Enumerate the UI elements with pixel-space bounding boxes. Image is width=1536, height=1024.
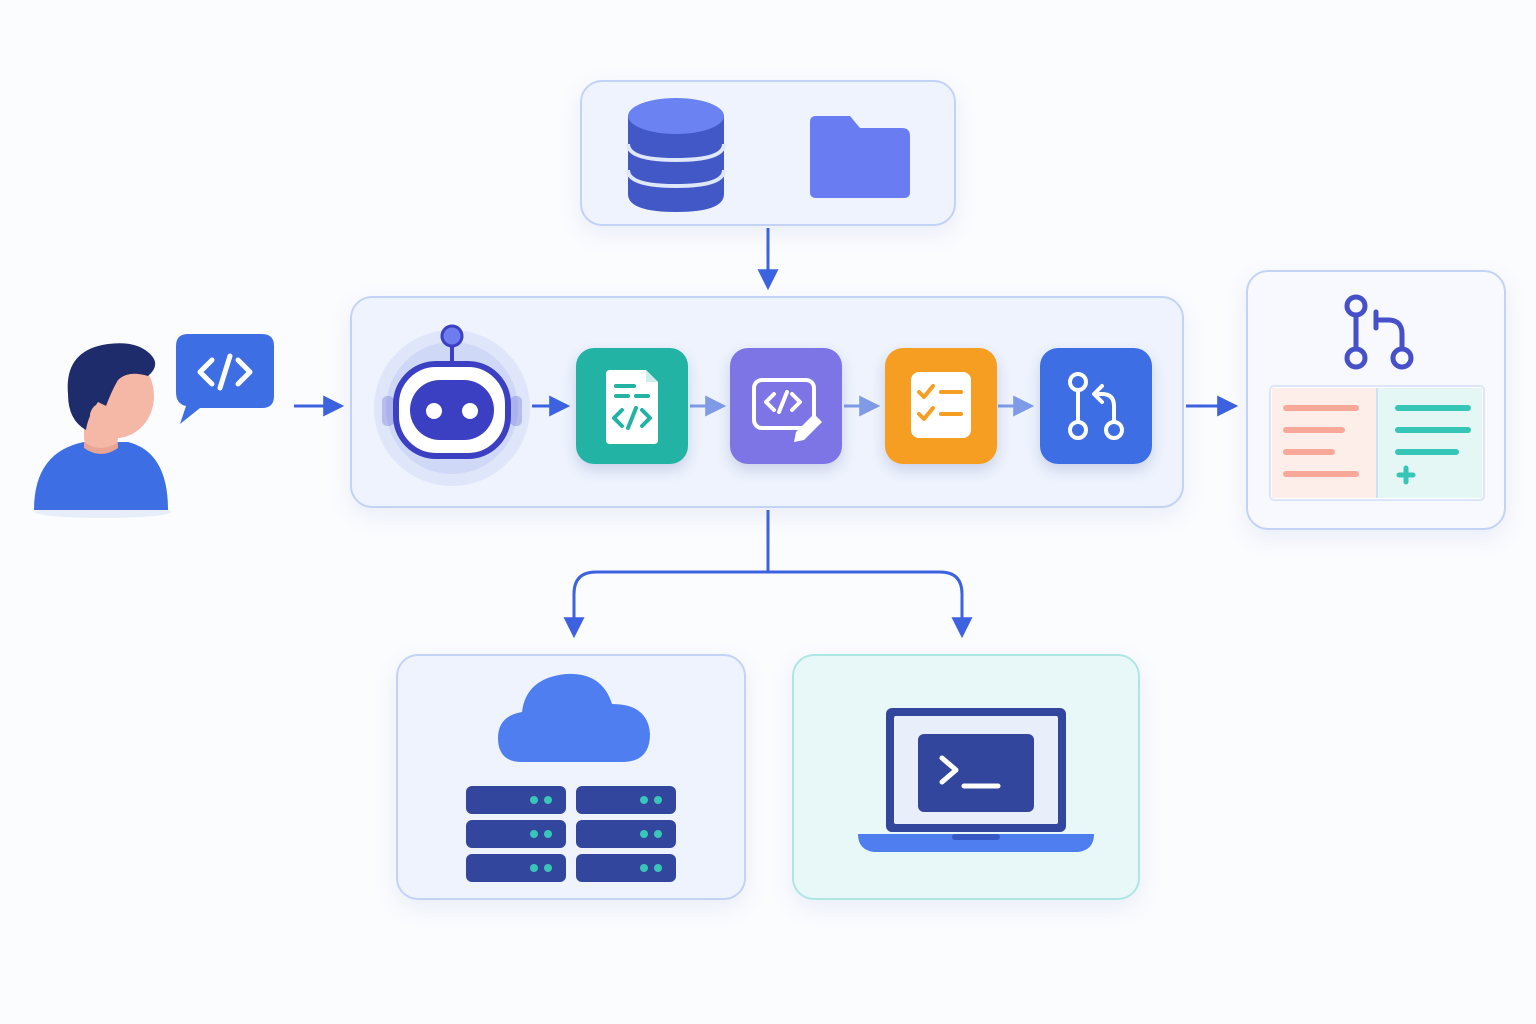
folder-icon[interactable] (808, 114, 918, 204)
diff-view-icon[interactable] (1269, 385, 1485, 501)
arrow-pipeline-to-deploy (563, 510, 973, 639)
git-merge-icon[interactable] (1334, 290, 1424, 380)
server-rack-icon[interactable] (466, 784, 680, 884)
git-branch-tile[interactable] (1040, 348, 1152, 464)
laptop-terminal-icon[interactable] (856, 706, 1096, 856)
local-terminal-panel (792, 654, 1140, 900)
user-figure (28, 336, 178, 518)
checklist-icon (911, 372, 971, 438)
sources-panel (580, 80, 956, 226)
code-chat-bubble-icon (176, 334, 274, 424)
code-chat-bubble (176, 334, 276, 426)
code-document-icon (606, 370, 658, 444)
pull-request-panel (1246, 270, 1506, 530)
robot-agent-icon (374, 324, 530, 486)
git-branch-icon (1068, 372, 1124, 440)
checklist-tile[interactable] (885, 348, 997, 464)
cloud-icon[interactable] (496, 664, 656, 764)
robot-agent[interactable] (372, 322, 532, 486)
cloud-deploy-panel (396, 654, 746, 900)
user-avatar-icon (34, 343, 171, 518)
database-icon[interactable] (626, 94, 746, 224)
code-edit-icon (752, 378, 822, 442)
code-document-tile[interactable] (576, 348, 688, 464)
code-edit-tile[interactable] (730, 348, 842, 464)
